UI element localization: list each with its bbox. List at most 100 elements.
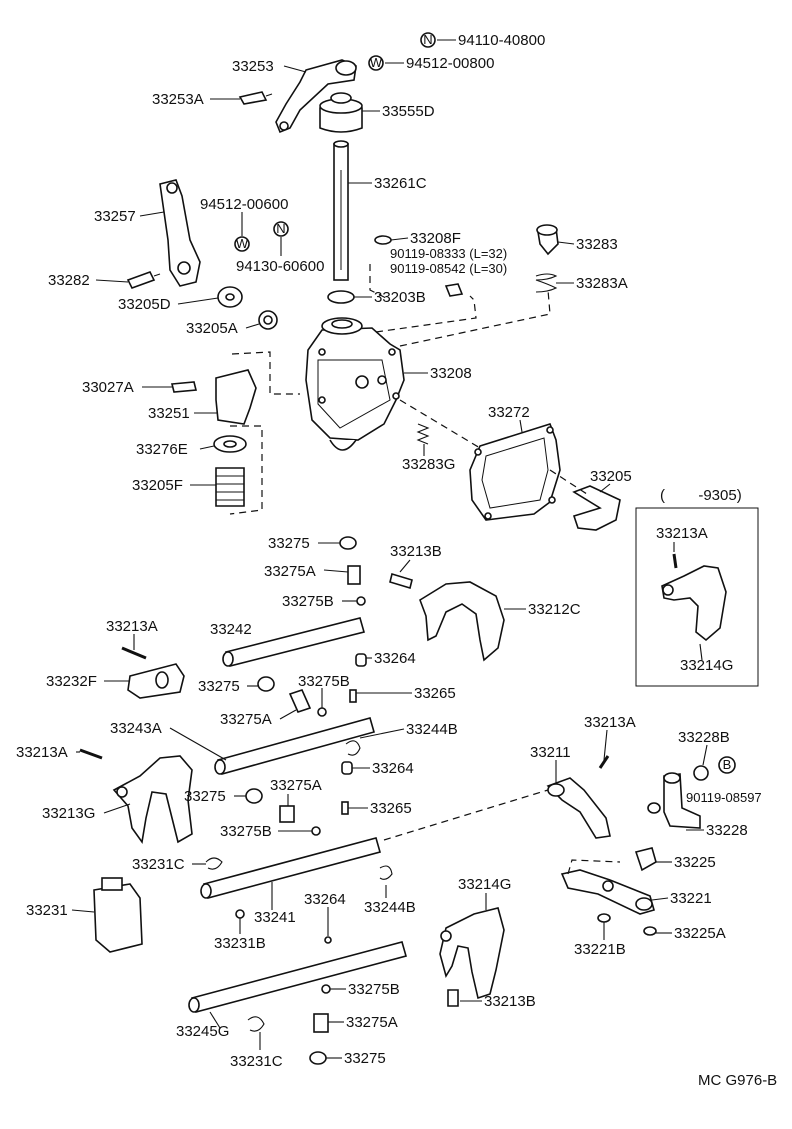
label-33257: 33257	[94, 208, 136, 225]
label-33221B: 33221B	[574, 941, 626, 958]
label-90119-08333: 90119-08333 (L=32)	[390, 246, 507, 261]
label-33211: 33211	[530, 744, 571, 761]
label-33225A: 33225A	[674, 925, 726, 942]
b-symbol-icon	[718, 756, 736, 774]
label-33275-a: 33275	[268, 535, 310, 552]
label-33214G-inset: 33214G	[680, 657, 733, 674]
label-33275-d: 33275	[344, 1050, 386, 1067]
label-33244B-a: 33244B	[406, 721, 458, 738]
pin-33282	[126, 271, 156, 289]
label-33208: 33208	[430, 365, 472, 382]
spring-33275A-a	[347, 565, 361, 585]
fork-33213G	[112, 755, 193, 845]
label-90119-08542: 90119-08542 (L=30)	[390, 261, 507, 276]
symbol-n: N	[276, 221, 285, 236]
label-33244B-b: 33244B	[364, 899, 416, 916]
nut-33275-c	[245, 788, 263, 804]
symbol-w: W	[236, 236, 249, 251]
part-labels: 94110-40800 94512-00800 33253 33253A 335…	[16, 32, 777, 1089]
symbol-w-top: W	[370, 55, 383, 70]
label-33265-b: 33265	[370, 800, 412, 817]
label-33243A: 33243A	[110, 720, 162, 737]
label-33555D: 33555D	[382, 103, 435, 120]
label-inset-range: ( -9305)	[660, 487, 742, 504]
label-33253A: 33253A	[152, 91, 204, 108]
pin-33213A-a	[121, 646, 147, 660]
rail-33245G	[191, 941, 407, 1013]
ball-33275B-a	[356, 596, 366, 606]
label-33251: 33251	[148, 405, 190, 422]
label-33213B-a: 33213B	[390, 543, 442, 560]
label-33231: 33231	[26, 902, 68, 919]
inset-box	[635, 507, 759, 687]
label-33213B-b: 33213B	[484, 993, 536, 1010]
label-33205F: 33205F	[132, 477, 183, 494]
label-33205A: 33205A	[186, 320, 238, 337]
lever-33205	[572, 485, 621, 531]
label-33275A-d: 33275A	[346, 1014, 398, 1031]
spring-33275A-d	[313, 1013, 329, 1033]
w-symbol-icon	[234, 236, 250, 252]
shift-lever-assembly	[126, 59, 559, 330]
clip-33225A	[643, 926, 657, 936]
label-33272: 33272	[488, 404, 530, 421]
label-33231C-a: 33231C	[132, 856, 185, 873]
label-33241: 33241	[254, 909, 296, 926]
pin-33027A	[170, 381, 198, 393]
plug-33228B	[693, 765, 709, 781]
label-33265-a: 33265	[414, 685, 456, 702]
label-94512-00800: 94512-00800	[406, 55, 494, 72]
housing-assembly	[170, 264, 621, 531]
label-33027A: 33027A	[82, 379, 134, 396]
w-symbol-icon-top	[368, 55, 384, 71]
label-33242: 33242	[210, 621, 252, 638]
pin-33253A	[238, 91, 268, 105]
ball-33275B-d	[321, 984, 331, 994]
spring-33283A	[535, 273, 558, 293]
lever-boss	[335, 60, 357, 76]
label-33221: 33221	[670, 890, 712, 907]
shift-rail-assembly	[79, 536, 505, 1065]
fork-33212C	[419, 581, 505, 662]
label-33214G: 33214G	[458, 876, 511, 893]
label-33275B-b: 33275B	[298, 673, 350, 690]
pin-33264-b	[341, 761, 353, 775]
washer-33208F	[374, 235, 392, 245]
lever-33257	[159, 179, 201, 287]
label-33232F: 33232F	[46, 673, 97, 690]
label-33245G: 33245G	[176, 1023, 229, 1040]
fork-33214G	[439, 907, 505, 1000]
label-33205: 33205	[590, 468, 632, 485]
label-33208F: 33208F	[410, 230, 461, 247]
pin-33213A-c	[598, 755, 610, 769]
clip-33221B	[597, 913, 611, 923]
label-33275B-d: 33275B	[348, 981, 400, 998]
spring-33283G	[416, 423, 430, 445]
cap-33555D	[319, 107, 363, 133]
clip-33244B-a	[345, 740, 361, 756]
label-33264-a: 33264	[374, 650, 416, 667]
label-33228: 33228	[706, 822, 748, 839]
spring-33275A-c	[279, 805, 295, 823]
label-33261C: 33261C	[374, 175, 427, 192]
housing-33208	[305, 327, 405, 441]
spring-33275A-b	[288, 689, 312, 713]
pin-33265-b	[341, 801, 349, 815]
footer-code: MC G976-B	[698, 1072, 777, 1089]
nut-33275-d	[309, 1051, 327, 1065]
label-94110-40800: 94110-40800	[458, 32, 545, 49]
pin-33213A-b	[79, 748, 103, 760]
n-symbol-icon	[273, 221, 289, 237]
symbol-n-top: N	[423, 32, 432, 47]
label-33283G: 33283G	[402, 456, 455, 473]
bolt-33213B-b	[447, 989, 459, 1007]
label-33213A-a: 33213A	[106, 618, 158, 635]
label-33264-b: 33264	[372, 760, 414, 777]
label-33275-b: 33275	[198, 678, 240, 695]
label-33205D: 33205D	[118, 296, 171, 313]
label-33275B-c: 33275B	[220, 823, 272, 840]
ball-33275B-c	[311, 826, 321, 836]
label-33283A: 33283A	[576, 275, 628, 292]
